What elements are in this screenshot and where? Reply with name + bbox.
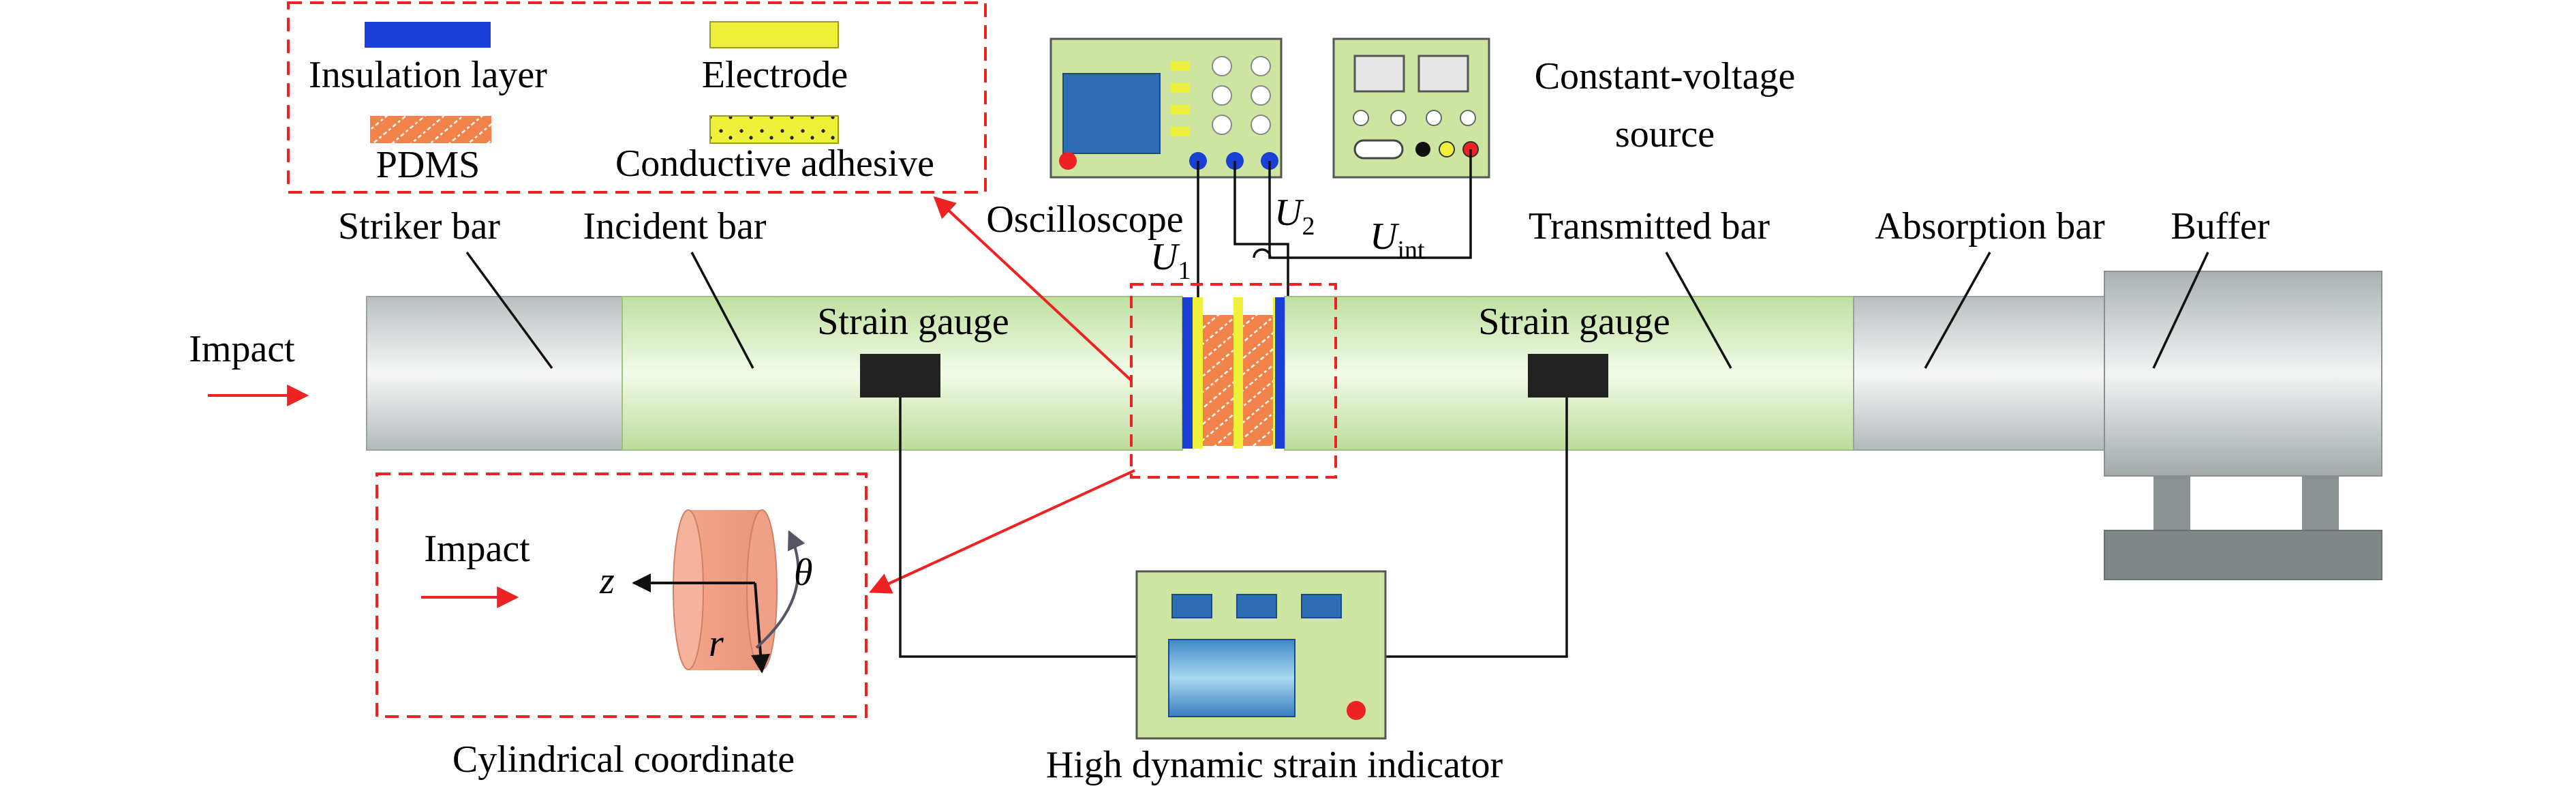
voltage-source-label-line1: Constant-voltage [1535,55,1796,97]
transmitted-bar-label: Transmitted bar [1529,205,1770,247]
electrode-middle [1233,297,1243,449]
legend-electrode-label: Electrode [702,54,848,96]
pointer-to-coordinate [869,469,1135,594]
theta-label: θ [794,552,813,594]
legend-insulation-label: Insulation layer [309,54,547,96]
legend-frame [287,1,987,194]
pdms-right [1243,315,1273,446]
specimen-highlight-frame [1130,283,1337,479]
voltage-source-label-line2: source [1615,113,1715,155]
buffer-base [2104,530,2382,580]
oscilloscope-label: Oscilloscope [986,198,1183,241]
legend-pdms-label: PDMS [376,144,480,186]
legend: Insulation layer Electrode PDMS Conducti… [287,1,987,194]
insulation-right [1275,297,1285,449]
signal-wires [1197,149,1472,299]
strain-indicator-label: High dynamic strain indicator [1046,744,1503,786]
electrode-left [1193,297,1203,449]
u2-label: U2 [1274,192,1315,241]
legend-adhesive-swatch [709,115,839,144]
oscilloscope-screen [1062,73,1161,154]
pdms-left [1203,315,1233,446]
strain-indicator [1135,570,1387,740]
impact-label: Impact [189,328,295,370]
striker-bar [366,296,623,451]
coordinate-frame [375,472,868,718]
legend-insulation-swatch [365,22,491,48]
r-label: r [709,622,724,665]
oscilloscope-power-led [1059,152,1077,170]
z-label: z [599,560,615,602]
strain-gauge-left [860,354,940,397]
legend-adhesive-label: Conductive adhesive [615,142,934,185]
leader-lines [465,251,2209,370]
oscilloscope: Oscilloscope [986,38,1283,241]
specimen [1182,297,1285,449]
buffer-leg-left [2153,476,2190,530]
r-axis-arrow [751,582,771,674]
u1-label: U1 [1150,236,1191,285]
incident-bar-label: Incident bar [583,205,767,247]
buffer-label: Buffer [2171,205,2269,247]
insulation-left [1182,297,1193,449]
legend-electrode-swatch [709,21,839,48]
coordinate-inset: Impact z r θ [375,472,868,718]
absorption-bar [1853,296,2106,451]
strain-gauge-right-label: Strain gauge [1478,301,1670,343]
voltage-source-yellow-terminal [1439,141,1455,158]
buffer-leg-right [2302,476,2339,530]
voltage-source: Constant-voltage source [1332,38,1796,179]
coordinate-caption: Cylindrical coordinate [453,738,795,781]
cylinder-specimen [673,509,778,670]
bar-assembly [366,271,2382,580]
uint-label: Uint [1370,215,1425,265]
strain-gauge-left-label: Strain gauge [817,301,1009,343]
theta-arrow [755,530,806,649]
absorption-bar-label: Absorption bar [1875,205,2105,247]
signal-labels: U1 U2 Uint [1150,192,1425,285]
pointer-to-legend [933,196,1133,382]
buffer-body [2104,271,2382,477]
legend-pdms-swatch [370,116,491,143]
gauge-wires [899,397,1568,658]
strain-indicator-display [1168,639,1295,717]
strain-indicator-led [1347,701,1366,720]
voltage-source-black-terminal [1415,142,1430,157]
strain-gauge-right [1528,354,1608,397]
striker-bar-label: Striker bar [338,205,500,247]
inset-impact-label: Impact [424,528,530,570]
